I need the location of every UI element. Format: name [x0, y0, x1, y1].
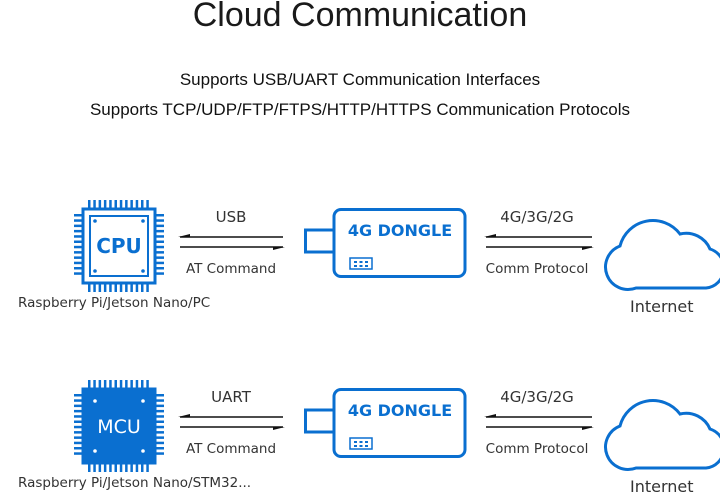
cloud-label: Internet: [630, 477, 694, 496]
svg-text:4G DONGLE: 4G DONGLE: [348, 221, 452, 240]
subtitle-interfaces: Supports USB/UART Communication Interfac…: [179, 70, 541, 89]
interface-label: UART: [211, 388, 251, 406]
chip-icon: CPU: [74, 200, 164, 292]
bidirectional-arrow-icon: [178, 234, 285, 250]
page-title: Cloud Communication: [192, 0, 528, 34]
subtitle-protocols: Supports TCP/UDP/FTP/FTPS/HTTP/HTTPS Com…: [89, 100, 631, 119]
chip-label: CPU: [96, 234, 142, 258]
cloud-label: Internet: [630, 297, 694, 316]
bidirectional-arrow-icon: [178, 414, 285, 430]
interface-label: USB: [215, 208, 247, 226]
svg-text:4G DONGLE: 4G DONGLE: [348, 401, 452, 420]
cloud-icon: [604, 219, 720, 291]
dongle-icon: 4G DONGLE: [304, 208, 467, 278]
command-label: AT Command: [185, 261, 277, 277]
host-caption: Raspberry Pi/Jetson Nano/STM32...: [18, 475, 252, 491]
cloud-icon: [604, 399, 720, 471]
network-label: 4G/3G/2G: [500, 208, 574, 226]
bidirectional-arrow-icon: [484, 234, 594, 250]
dongle-icon: 4G DONGLE: [304, 388, 467, 458]
protocol-label: Comm Protocol: [485, 261, 589, 277]
host-caption: Raspberry Pi/Jetson Nano/PC: [18, 295, 211, 311]
network-label: 4G/3G/2G: [500, 388, 574, 406]
command-label: AT Command: [185, 441, 277, 457]
protocol-label: Comm Protocol: [485, 441, 589, 457]
chip-icon: MCU: [74, 380, 164, 472]
bidirectional-arrow-icon: [484, 414, 594, 430]
chip-label: MCU: [97, 416, 141, 438]
